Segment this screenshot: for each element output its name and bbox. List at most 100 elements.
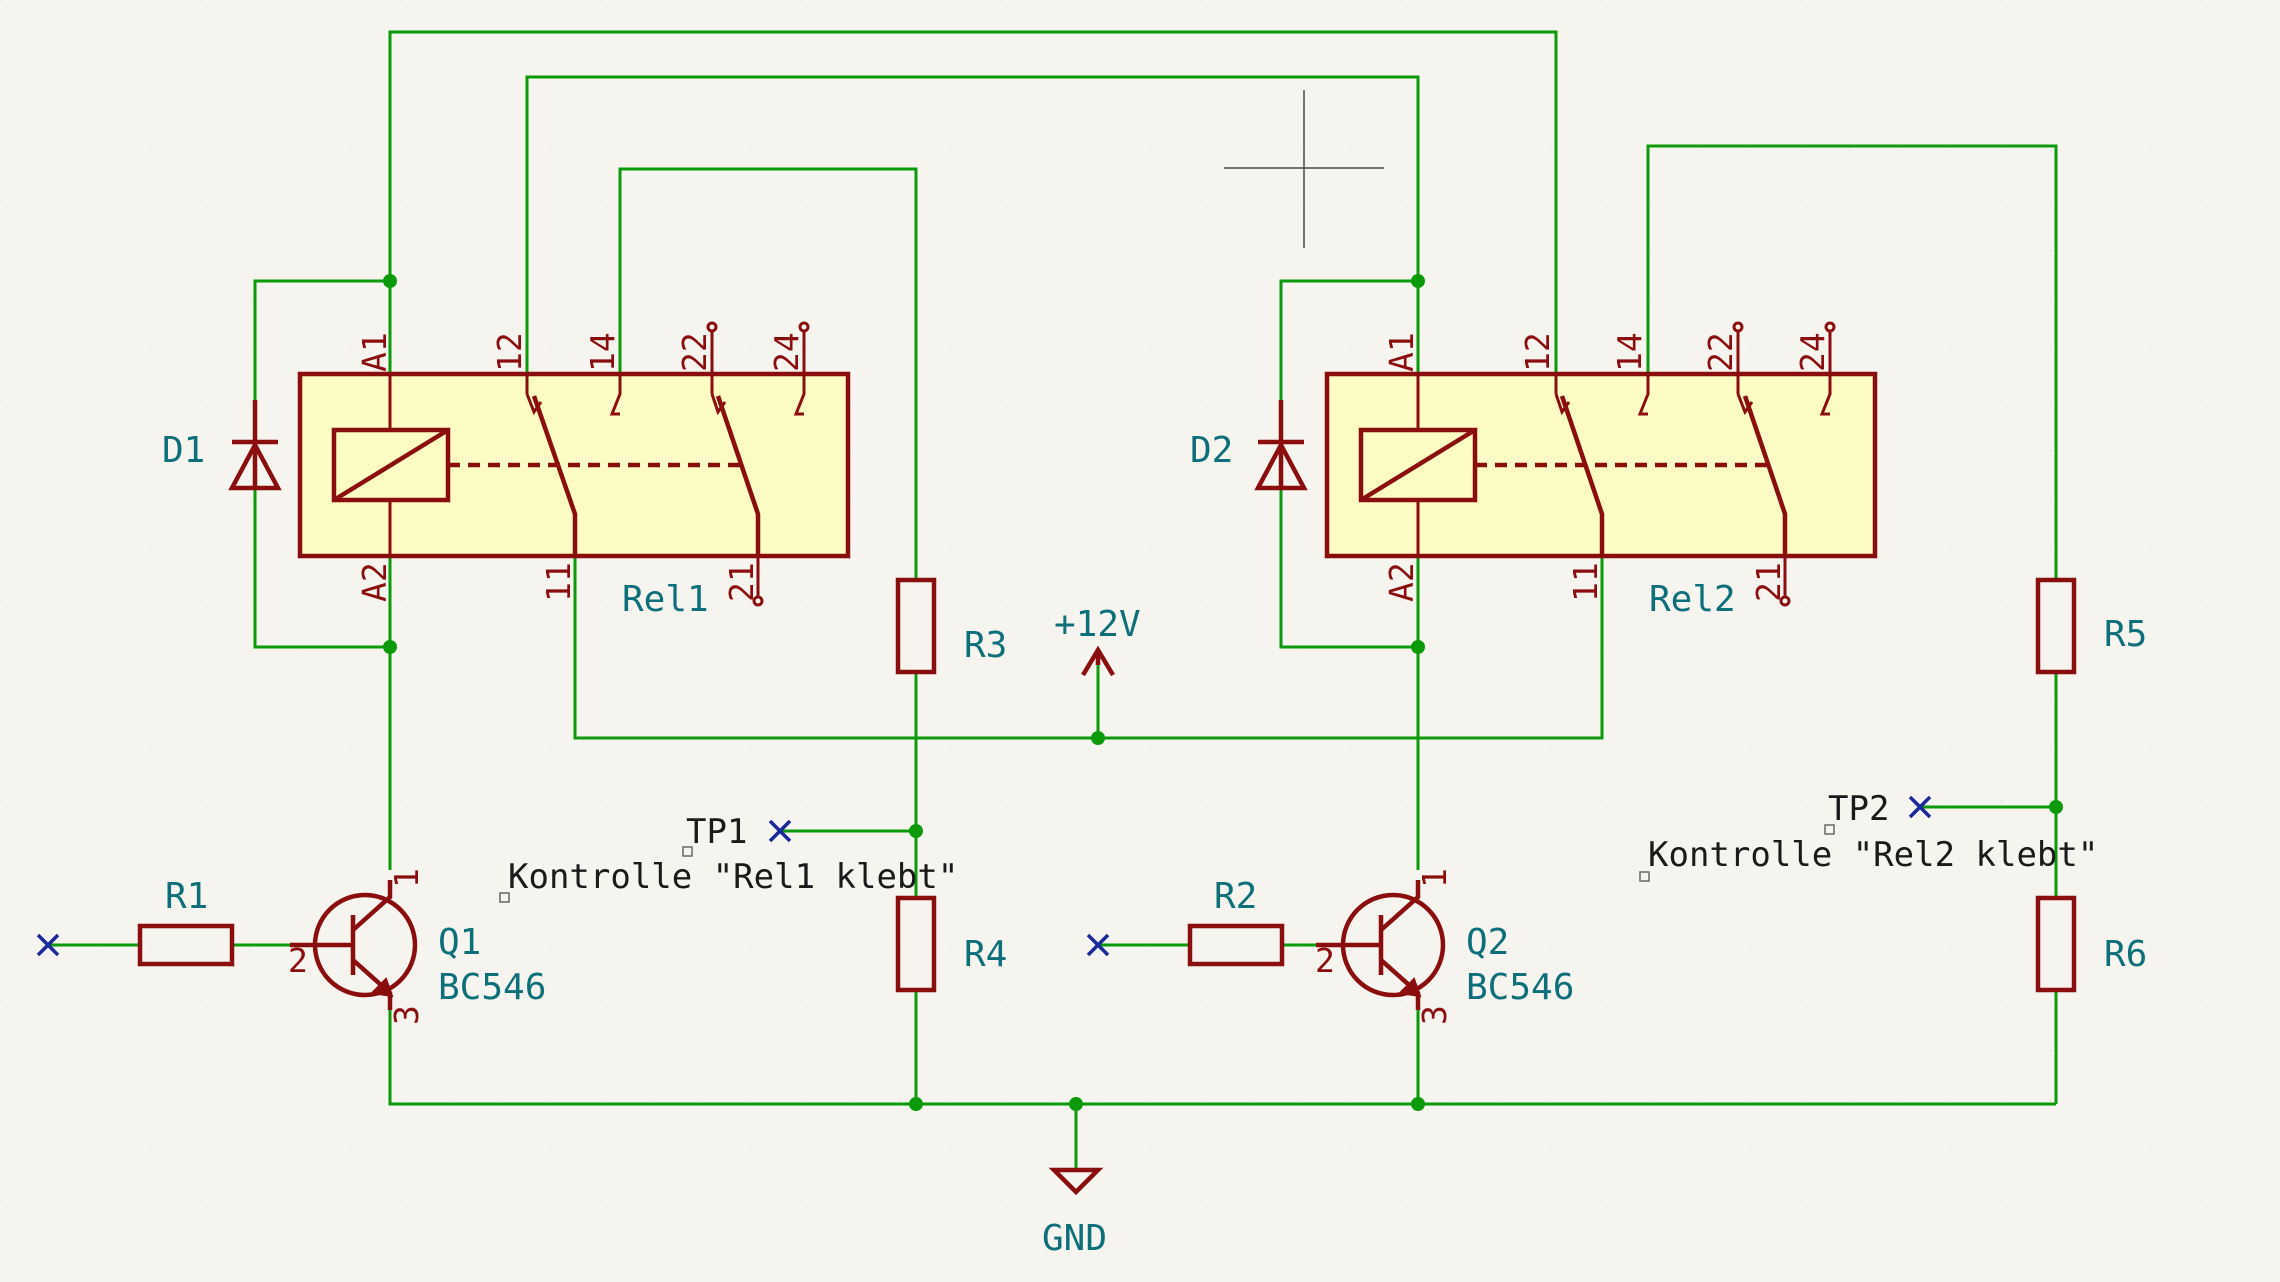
transistor-q2[interactable]: 1 2 3 Q2 BC546	[1315, 868, 1574, 1025]
diode-triangle	[228, 440, 282, 491]
crosshair-cursor-icon	[1224, 90, 1384, 248]
power-label: GND	[1042, 1218, 1107, 1259]
pin-label: A1	[1382, 332, 1421, 372]
no-connect-markers	[36, 795, 1932, 957]
resistor-r5[interactable]: R5	[2035, 577, 2147, 675]
note-rel1[interactable]: Kontrolle "Rel1 klebt"	[499, 857, 958, 903]
emitter-arrow	[1397, 977, 1422, 998]
pin-label: 21	[722, 562, 761, 602]
text-anchor-icon	[1639, 871, 1650, 882]
transistor-collector	[1379, 880, 1421, 932]
resistor-r4[interactable]: R4	[895, 895, 1007, 993]
text-anchor-icon	[1824, 824, 1835, 835]
resistor-reference: R3	[964, 625, 1007, 666]
resistor-body	[895, 895, 937, 993]
pin-label: 1	[387, 868, 426, 888]
pin-label: A2	[1382, 562, 1421, 602]
wire[interactable]	[1646, 144, 2058, 578]
pin-label: 12	[490, 332, 529, 372]
unconnected-pin	[752, 595, 764, 607]
junction-dot	[1069, 1097, 1083, 1111]
wire[interactable]	[388, 1010, 2056, 1106]
resistor-r6[interactable]: R6	[2035, 895, 2147, 993]
wires	[48, 30, 2058, 1170]
note-rel2[interactable]: Kontrolle "Rel2 klebt"	[1639, 835, 2098, 882]
wire[interactable]	[525, 75, 1420, 374]
testpoint-label: TP1	[686, 812, 747, 852]
relay-rel2[interactable]: A1 12 14 22 24 A2 11 21 Rel2	[1324, 321, 1878, 620]
resistor-reference: R4	[964, 934, 1007, 975]
transistor-q1[interactable]: 1 2 3 Q1 BC546	[288, 868, 546, 1025]
pin-label: 22	[1701, 332, 1740, 372]
unconnected-pin	[706, 321, 718, 333]
wire[interactable]	[388, 30, 1558, 374]
transistor-value: BC546	[438, 967, 546, 1008]
contact-nc-hook	[710, 393, 727, 416]
contact-blade	[715, 395, 761, 556]
power-gnd[interactable]: GND	[1042, 1167, 1107, 1259]
relay-reference: Rel1	[622, 579, 709, 620]
pin-label: 14	[1610, 332, 1649, 372]
contact-no-terminal	[1637, 374, 1650, 416]
diode-reference: D1	[162, 430, 205, 471]
wire[interactable]	[618, 167, 918, 578]
resistor-r1[interactable]: R1	[137, 876, 235, 967]
wire[interactable]	[573, 556, 1604, 740]
testpoint-tp1[interactable]: TP1	[682, 812, 747, 857]
junction-dot	[2049, 800, 2063, 814]
wire[interactable]	[253, 279, 390, 441]
junction-dot	[1411, 1097, 1425, 1111]
text-anchor-icon	[499, 892, 510, 903]
relay-rel1[interactable]: A1 12 14 22 24 A2 11 21 Rel1	[297, 321, 851, 620]
junction-dot	[909, 824, 923, 838]
resistor-r2[interactable]: R2	[1187, 876, 1285, 967]
power-12v[interactable]: +12V	[1054, 604, 1141, 677]
junctions	[383, 274, 2063, 1111]
pin-label: 1	[1415, 868, 1454, 888]
pin-label: A1	[355, 332, 394, 372]
coil-diagonal	[332, 428, 450, 502]
pin-label: 12	[1518, 332, 1557, 372]
no-connect-icon	[1908, 795, 1932, 819]
contact-nc-hook	[1554, 393, 1571, 416]
resistor-reference: R6	[2104, 934, 2147, 975]
note-text: Kontrolle "Rel1 klebt"	[508, 857, 958, 897]
testpoint-tp2[interactable]: TP2	[1824, 789, 1889, 835]
resistor-r3[interactable]: R3	[895, 577, 1007, 675]
transistor-value: BC546	[1466, 967, 1574, 1008]
pin-label: 24	[1793, 332, 1832, 372]
transistor-reference: Q2	[1466, 922, 1509, 963]
transistor-reference: Q1	[438, 922, 481, 963]
pin-label: 3	[1415, 1005, 1454, 1025]
power-label: +12V	[1054, 604, 1141, 645]
resistor-body	[2035, 577, 2077, 675]
pin-label: 11	[1566, 562, 1605, 602]
resistor-reference: R5	[2104, 614, 2147, 655]
resistor-reference: R1	[165, 876, 208, 917]
diode-d2[interactable]: D2	[1190, 400, 1308, 491]
pin-label: 11	[539, 562, 578, 602]
contact-nc-hook	[1736, 393, 1754, 416]
contact-blade	[1559, 395, 1605, 556]
junction-dot	[909, 1097, 923, 1111]
pin-label: 2	[288, 941, 308, 980]
diode-d1[interactable]: D1	[162, 400, 282, 491]
pin-label: 2	[1315, 941, 1335, 980]
wire[interactable]	[253, 490, 390, 649]
pin-label: 24	[767, 332, 806, 372]
unconnected-pin	[1824, 321, 1836, 333]
diode-triangle	[1254, 440, 1308, 491]
contact-no-terminal	[609, 374, 622, 416]
no-connect-icon	[36, 933, 60, 957]
wire[interactable]	[1279, 279, 1418, 441]
contact-no-terminal	[793, 330, 806, 416]
diode-reference: D2	[1190, 430, 1233, 471]
junction-dot	[1411, 274, 1425, 288]
wire[interactable]	[1279, 490, 1418, 649]
resistor-body	[895, 577, 937, 675]
text-anchor-icon	[682, 846, 693, 857]
pin-label: 14	[583, 332, 622, 372]
resistor-body	[2035, 895, 2077, 993]
unconnected-pin	[1732, 321, 1744, 333]
